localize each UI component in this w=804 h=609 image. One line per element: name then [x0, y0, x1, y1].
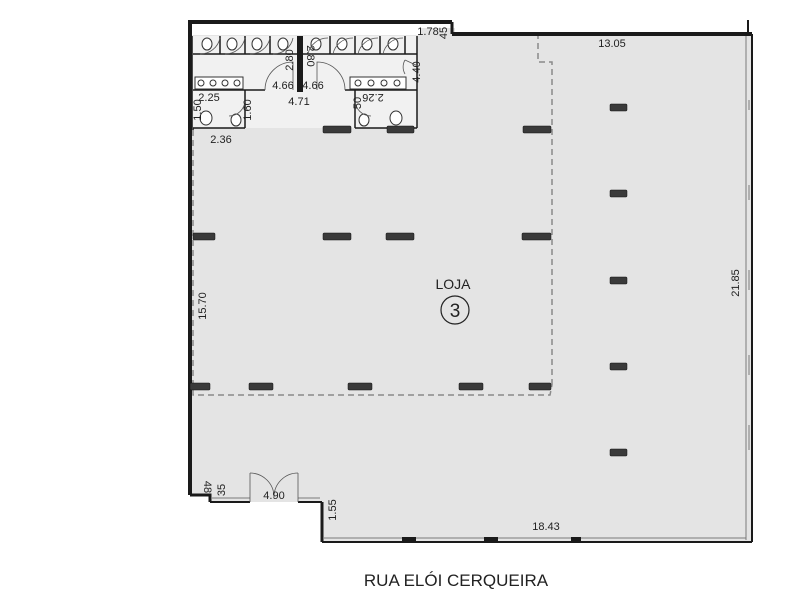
dim-step-35: 35	[216, 484, 228, 496]
facade-lines	[212, 36, 750, 540]
column	[528, 382, 552, 391]
column	[322, 232, 352, 241]
dim-wc-150: 1.50	[192, 99, 204, 120]
dim-wc-225: 2.25	[198, 92, 219, 104]
restroom-walls	[193, 36, 418, 129]
column	[189, 382, 211, 391]
store-number: 3	[450, 301, 461, 322]
column	[322, 125, 352, 134]
wc-divider-wall	[297, 36, 303, 92]
column	[609, 448, 628, 457]
dim-door-width: 4.90	[263, 490, 284, 502]
dim-wc-160: 1.60	[242, 99, 254, 120]
column	[386, 125, 415, 134]
dim-wc-50: 50	[352, 97, 364, 109]
dim-wc-280a: 2.80	[284, 49, 296, 70]
column	[458, 382, 484, 391]
column	[609, 362, 628, 371]
dim-wc-226: 2.26	[362, 91, 383, 103]
dim-step-48: 48	[201, 481, 213, 493]
store-floor	[190, 28, 752, 542]
dim-wc-471: 4.71	[288, 96, 309, 108]
dim-top-178: 1.78	[417, 26, 438, 38]
store-number-circle	[440, 295, 470, 325]
dim-left-side: 15.70	[197, 292, 209, 320]
dim-top-45: 45	[438, 27, 450, 39]
dim-right-side: 21.85	[730, 269, 742, 297]
dashed-partitions	[192, 36, 553, 396]
street-name: RUA ELÓI CERQUEIRA	[364, 571, 549, 590]
dim-step-155: 1.55	[327, 499, 339, 520]
column	[609, 276, 628, 285]
dim-wc-466b: 4.66	[302, 80, 323, 92]
column	[385, 232, 415, 241]
dim-top-right: 13.05	[598, 38, 626, 50]
dim-wc-466a: 4.66	[272, 80, 293, 92]
column	[522, 125, 552, 134]
dim-wc-236: 2.36	[210, 134, 231, 146]
sink-icons	[194, 76, 407, 90]
dim-wc-440: 4.40	[411, 61, 423, 82]
column	[609, 103, 628, 112]
column	[347, 382, 373, 391]
column	[248, 382, 274, 391]
store-label: LOJA	[435, 276, 471, 292]
column	[521, 232, 552, 241]
column	[609, 189, 628, 198]
dim-wc-280b: 2.80	[304, 45, 316, 66]
column	[192, 232, 216, 241]
dim-bottom: 18.43	[532, 521, 560, 533]
door-swings	[199, 37, 419, 502]
facade-posts	[402, 537, 581, 542]
columns	[189, 103, 628, 457]
